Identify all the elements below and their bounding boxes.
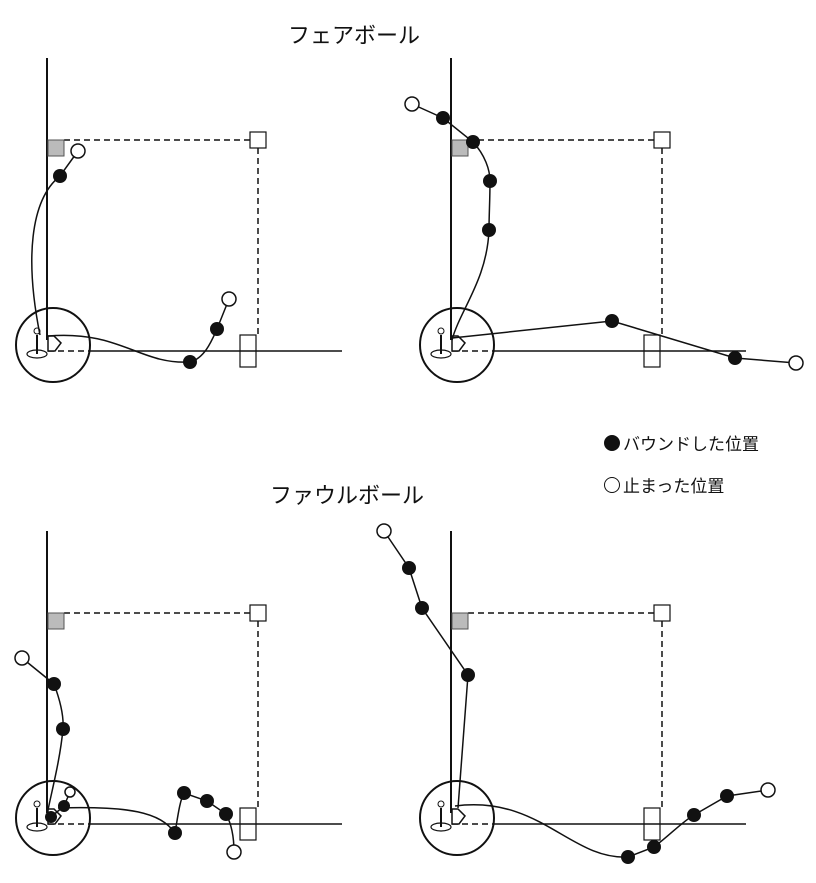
fair-ball-title: フェアボール — [288, 24, 421, 49]
bounce-point — [177, 786, 191, 800]
bounce-point — [687, 808, 701, 822]
stop-point — [64, 786, 76, 798]
open-circle-icon — [604, 476, 620, 493]
legend-stop-label: 止まった位置 — [623, 477, 725, 497]
stop-point — [14, 650, 30, 666]
stop-point — [221, 291, 237, 307]
bounce-point — [168, 826, 182, 840]
bounce-point — [461, 668, 475, 682]
bounce-point — [436, 111, 450, 125]
legend-bounce-label: バウンドした位置 — [623, 435, 759, 455]
stop-point — [760, 782, 776, 798]
panel-foul-right — [376, 523, 776, 864]
bounce-point — [605, 314, 619, 328]
bounce-point — [621, 850, 635, 864]
stop-point — [226, 844, 242, 860]
panel-fair-right — [404, 57, 804, 383]
foul-ball-title: ファウルボール — [270, 484, 425, 509]
legend-bounce: バウンドした位置 — [604, 430, 759, 455]
bounce-point — [219, 807, 233, 821]
bounce-point — [647, 840, 661, 854]
bounce-point — [483, 174, 497, 188]
bounce-point — [210, 322, 224, 336]
bounce-point — [47, 677, 61, 691]
stop-point — [376, 523, 392, 539]
legend-stop: 止まった位置 — [604, 472, 724, 497]
panel-foul-left — [14, 530, 343, 860]
bounce-point — [415, 601, 429, 615]
bounce-point — [728, 351, 742, 365]
bounce-point — [45, 811, 57, 823]
bounce-point — [466, 135, 480, 149]
bounce-point — [200, 794, 214, 808]
bounce-point — [58, 800, 70, 812]
bounce-point — [720, 789, 734, 803]
bounce-point — [183, 355, 197, 369]
bounce-point — [482, 223, 496, 237]
stop-point — [788, 355, 804, 371]
filled-circle-icon — [604, 434, 620, 451]
bounce-point — [56, 722, 70, 736]
stop-point — [70, 143, 86, 159]
panel-fair-left — [15, 57, 343, 383]
bounce-point — [53, 169, 67, 183]
bounce-point — [402, 561, 416, 575]
stop-point — [404, 96, 420, 112]
